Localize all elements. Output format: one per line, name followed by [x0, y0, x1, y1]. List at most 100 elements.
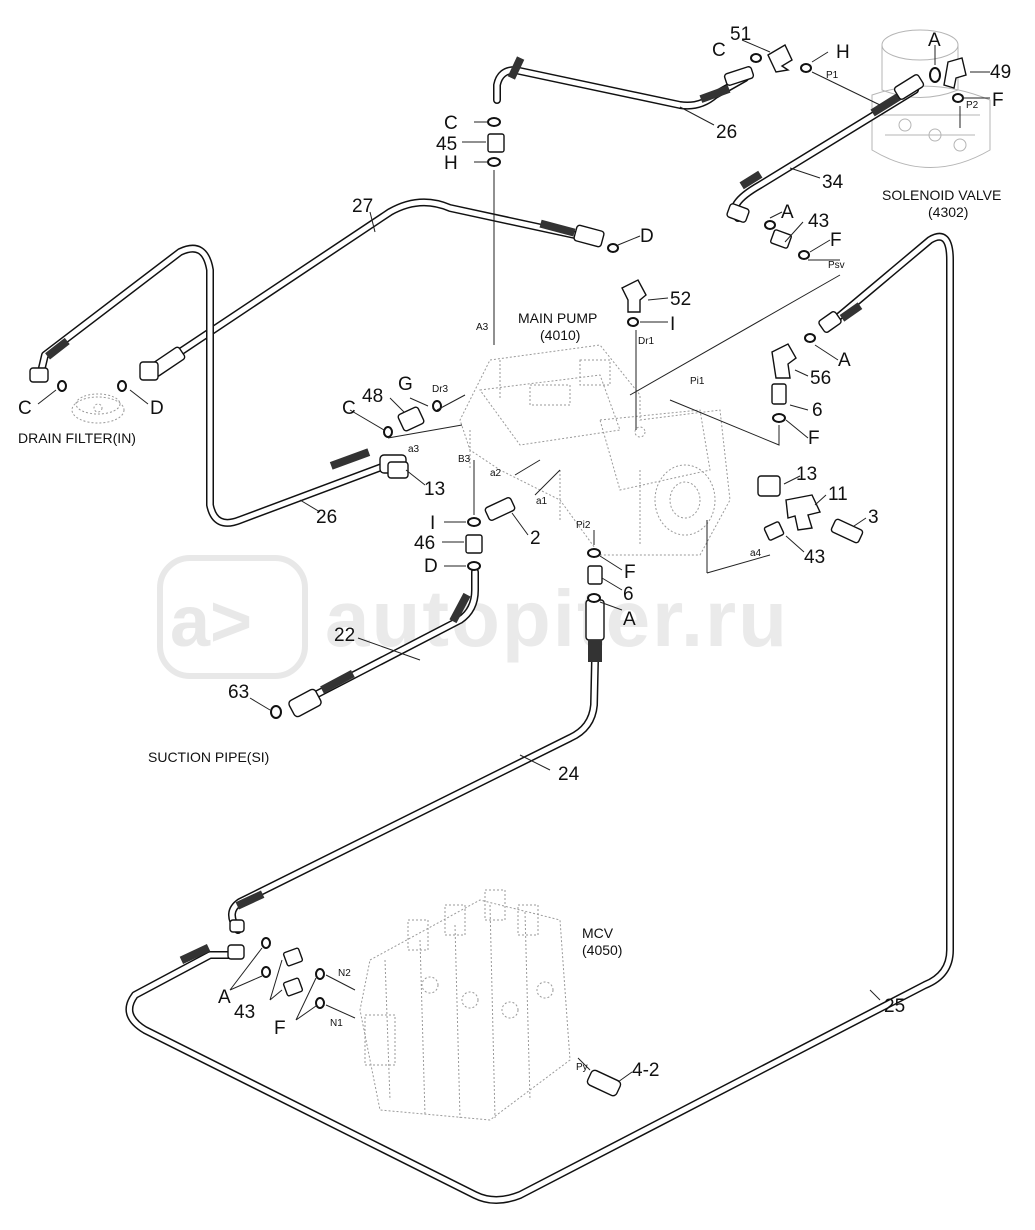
mcv-outline: [359, 889, 571, 1121]
port-n1: N1: [330, 1018, 343, 1029]
callout-f-sv: F: [992, 90, 1004, 111]
hoses: [36, 66, 954, 1204]
port-a3-low: a3: [408, 444, 420, 455]
leader-lines: [37, 39, 990, 1083]
main-pump-name: MAIN PUMP: [518, 310, 597, 326]
part-number-24: 24: [558, 764, 580, 785]
callout-a-mid: A: [623, 609, 636, 630]
elbow-56: [771, 343, 797, 379]
part-number-51: 51: [730, 24, 751, 45]
part-number-52: 52: [670, 289, 691, 310]
main-pump-code: (4010): [540, 327, 580, 343]
port-pi2: Pi2: [576, 520, 591, 531]
part-number-4-2: 4-2: [632, 1060, 659, 1081]
adapter-43-pump: [763, 521, 785, 541]
solenoid-valve-code: (4302): [928, 204, 968, 220]
callout-a-mcv: A: [218, 987, 231, 1008]
adapter-43-sv: [770, 229, 792, 249]
port-a1: a1: [536, 496, 548, 507]
callout-f-mid: F: [624, 562, 636, 583]
mcv-code: (4050): [582, 942, 622, 958]
callout-i-46: I: [430, 513, 435, 534]
part-numbers: 51 49 26 34 43 45 27 52 48 56 6 13 13 11…: [228, 24, 1011, 1081]
callout-g-48: G: [398, 374, 413, 395]
port-b3: B3: [458, 454, 471, 465]
part-number-3: 3: [868, 507, 879, 528]
port-py: Py: [576, 1062, 588, 1073]
port-a4: a4: [750, 548, 762, 559]
part-number-48: 48: [362, 386, 383, 407]
o-rings: [57, 53, 964, 1009]
callout-c-48: C: [342, 398, 356, 419]
drain-filter-caption: DRAIN FILTER(IN): [18, 430, 136, 446]
sensor-4-2: [586, 1069, 622, 1097]
port-n2: N2: [338, 968, 351, 979]
part-number-11: 11: [828, 484, 848, 505]
adapter-45: [487, 133, 505, 153]
suction-pipe-caption: SUCTION PIPE(SI): [148, 749, 269, 765]
part-number-22: 22: [334, 625, 355, 646]
port-dr1: Dr1: [638, 336, 655, 347]
callout-a-56: A: [838, 350, 851, 371]
part-number-63: 63: [228, 682, 249, 703]
port-dr3: Dr3: [432, 384, 449, 395]
adapter-48: [397, 406, 425, 432]
callout-d-27: D: [640, 226, 654, 247]
part-number-43-sv: 43: [808, 211, 829, 232]
part-number-13-left: 13: [424, 479, 445, 500]
callout-f-mcv: F: [274, 1018, 286, 1039]
tee-11: [785, 494, 821, 531]
callout-c-45: C: [444, 113, 458, 134]
callout-c-df: C: [18, 398, 32, 419]
callout-h-45: H: [444, 153, 458, 174]
callout-c-top: C: [712, 40, 726, 61]
part-number-49: 49: [990, 62, 1011, 83]
part-number-27: 27: [352, 196, 373, 217]
check-6-mid: [587, 565, 603, 585]
part-number-56: 56: [810, 368, 831, 389]
port-a2: a2: [490, 468, 502, 479]
part-number-26-top: 26: [716, 122, 737, 143]
part-number-25: 25: [884, 996, 905, 1017]
solenoid-valve-outline: [871, 29, 991, 168]
callout-d-df: D: [150, 398, 164, 419]
mcv-name: MCV: [582, 925, 614, 941]
callout-h-top: H: [836, 42, 850, 63]
component-captions: MAIN PUMP (4010) SOLENOID VALVE (4302) M…: [18, 187, 1001, 958]
adapter-43-mcv-1: [282, 947, 304, 967]
elbow-49: [943, 57, 967, 89]
elbow-51: [767, 44, 793, 73]
main-pump-outline: [459, 344, 731, 556]
part-number-13-right: 13: [796, 464, 817, 485]
check-6-right: [771, 383, 787, 405]
part-number-2: 2: [530, 528, 541, 549]
part-number-6-mid: 6: [623, 584, 634, 605]
part-number-43-pump: 43: [804, 547, 825, 568]
adapter-43-mcv-2: [282, 977, 304, 997]
letter-callouts: C H A F C H A F D I A F C D G C I D F A …: [18, 30, 1004, 1039]
port-p1: P1: [826, 70, 839, 81]
callout-d-46: D: [424, 556, 438, 577]
sensor-13-left: [387, 461, 409, 479]
sensor-13-right: [757, 475, 781, 497]
part-number-6-right: 6: [812, 400, 823, 421]
part-number-46: 46: [414, 533, 435, 554]
port-a3: A3: [476, 322, 489, 333]
sensor-2: [484, 497, 516, 521]
callout-i-52: I: [670, 314, 675, 335]
callout-a-sv: A: [928, 30, 941, 51]
hose-fittings: [29, 56, 925, 964]
svg-text:a>: a>: [170, 582, 252, 662]
part-number-26-left: 26: [316, 507, 337, 528]
port-psv: Psv: [828, 260, 845, 271]
port-labels: P1 P2 Psv A3 Dr1 Dr3 Pi1 Pi2 a3 B3 a2 a1…: [330, 70, 979, 1073]
port-pi1: Pi1: [690, 376, 705, 387]
solenoid-valve-name: SOLENOID VALVE: [882, 187, 1001, 203]
part-number-45: 45: [436, 134, 457, 155]
callout-f-sv2: F: [830, 230, 842, 251]
adapter-46: [465, 534, 483, 554]
fittings-and-sensors: [282, 44, 967, 1097]
port-p2: P2: [966, 100, 979, 111]
drain-filter-outline: [71, 393, 125, 424]
